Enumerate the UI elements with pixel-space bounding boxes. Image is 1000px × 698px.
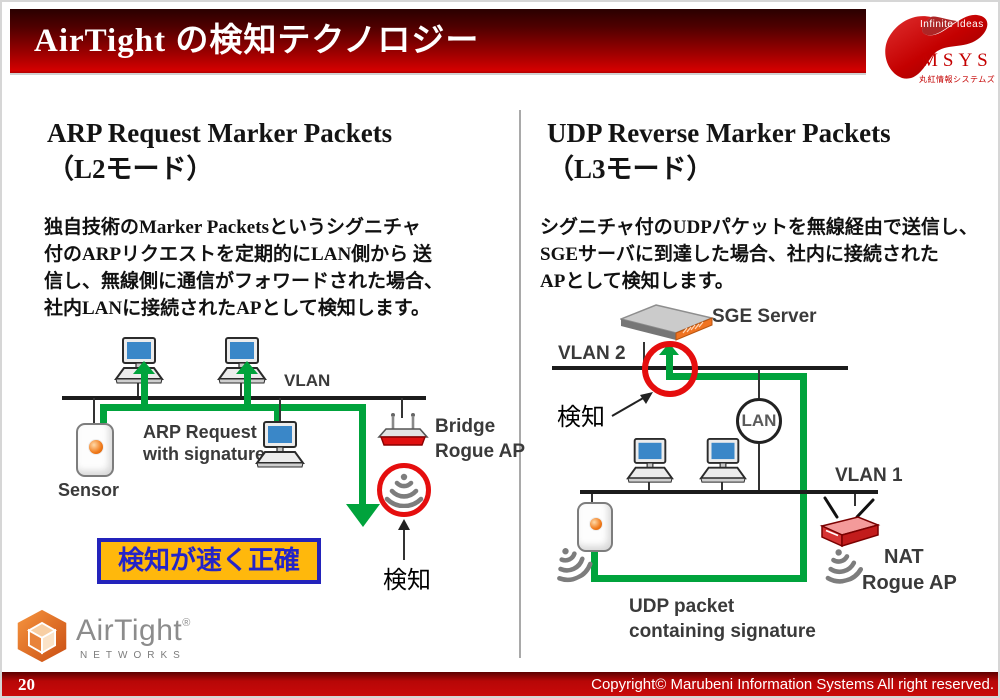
green-path-vertical bbox=[800, 373, 807, 582]
msys-brand: MSYS bbox=[921, 50, 993, 71]
udp-packet-label: UDP packet containing signature bbox=[629, 594, 816, 644]
vlan1-label: VLAN 1 bbox=[835, 465, 903, 486]
airtight-brand: AirTight® bbox=[76, 614, 190, 648]
green-path-stub bbox=[100, 404, 107, 423]
page-title: AirTight の検知テクノロジー bbox=[34, 23, 480, 59]
black-arrow-line bbox=[403, 530, 405, 560]
sensor-device-icon bbox=[76, 423, 114, 477]
udp-label-line2: containing signature bbox=[629, 621, 816, 642]
left-heading-line1: ARP Request Marker Packets bbox=[47, 118, 393, 148]
airtight-networks-text: NETWORKS bbox=[80, 650, 186, 661]
right-body: シグニチャ付のUDPパケットを無線経由で送信し、 SGEサーバに到達した場合、社… bbox=[540, 214, 998, 295]
right-body-line: APとして検知します。 bbox=[540, 271, 734, 292]
detection-circle bbox=[377, 463, 431, 517]
connector-line bbox=[643, 342, 645, 366]
detect-label: 検知 bbox=[383, 568, 431, 594]
left-heading-line2: （L2モード） bbox=[47, 154, 214, 184]
sge-server-label: SGE Server bbox=[712, 306, 817, 327]
sensor-logo-dot bbox=[589, 517, 603, 532]
connector-line bbox=[401, 398, 403, 418]
left-body-line: 独自技術のMarker Packetsというシグニチャ bbox=[44, 217, 421, 238]
bridge-ap-label-line1: Bridge bbox=[435, 416, 496, 437]
detect-pointer-arrow bbox=[611, 392, 653, 417]
footer-bar: 20 Copyright© Marubeni Information Syste… bbox=[2, 672, 998, 696]
lan-circle: LAN bbox=[736, 398, 782, 444]
detection-circle bbox=[642, 341, 698, 397]
msys-tagline: Infinite Ideas bbox=[920, 19, 984, 30]
right-body-line: シグニチャ付のUDPパケットを無線経由で送信し、 bbox=[540, 217, 978, 238]
callout-box: 検知が速く正確 bbox=[97, 538, 321, 584]
connector-line bbox=[137, 383, 139, 396]
vlan2-bus-line bbox=[552, 366, 848, 370]
header-bar: AirTight の検知テクノロジー bbox=[10, 9, 866, 73]
sensor-device-icon bbox=[577, 502, 613, 552]
airtight-brand-text: AirTight bbox=[76, 614, 183, 647]
desktop-computer-icon bbox=[256, 421, 304, 468]
vlan2-label: VLAN 2 bbox=[558, 343, 626, 364]
desktop-computer-icon bbox=[626, 438, 674, 484]
arp-request-label: ARP Request with signature bbox=[143, 421, 265, 465]
green-path-bottom bbox=[591, 575, 807, 582]
connector-line bbox=[279, 398, 281, 422]
green-up-arrow bbox=[141, 372, 148, 411]
connector-line bbox=[758, 370, 760, 398]
left-heading: ARP Request Marker Packets （L2モード） bbox=[47, 115, 392, 187]
page-number: 20 bbox=[18, 675, 35, 694]
green-up-arrowhead bbox=[236, 361, 258, 374]
green-path-horizontal bbox=[666, 373, 807, 380]
arp-label-line2: with signature bbox=[143, 444, 266, 464]
copyright-text: Copyright© Marubeni Information Systems … bbox=[591, 676, 994, 693]
sensor-logo-dot bbox=[88, 439, 104, 455]
left-body-line: 信し、無線側に通信がフォワードされた場合、 bbox=[44, 271, 444, 292]
callout-text: 検知が速く正確 bbox=[117, 546, 300, 575]
right-heading-line2: （L3モード） bbox=[547, 154, 714, 184]
nat-ap-label-line1: NAT bbox=[884, 546, 924, 568]
right-body-line: SGEサーバに到達した場合、社内に接続された bbox=[540, 244, 939, 265]
vlan-label: VLAN bbox=[284, 371, 331, 390]
registered-mark: ® bbox=[182, 617, 191, 629]
column-divider bbox=[519, 110, 521, 658]
msys-swoosh-icon bbox=[885, 14, 988, 79]
nat-router-icon bbox=[819, 496, 881, 548]
connector-line bbox=[591, 494, 593, 503]
connector-line bbox=[648, 482, 650, 492]
right-heading-line1: UDP Reverse Marker Packets bbox=[547, 118, 891, 148]
detect-label: 検知 bbox=[557, 405, 605, 431]
nat-ap-label: NAT Rogue AP bbox=[862, 544, 957, 596]
left-body: 独自技術のMarker Packetsというシグニチャ 付のARPリクエストを定… bbox=[44, 214, 522, 322]
connector-line bbox=[240, 383, 242, 396]
connector-line bbox=[758, 444, 760, 492]
airtight-cube-icon bbox=[17, 609, 67, 663]
left-body-line: 付のARPリクエストを定期的にLAN側から 送 bbox=[44, 244, 432, 265]
green-drop-line bbox=[359, 404, 366, 504]
green-up-arrow bbox=[244, 372, 251, 411]
right-heading: UDP Reverse Marker Packets （L3モード） bbox=[547, 115, 891, 187]
lan-label: LAN bbox=[741, 411, 777, 430]
bridge-ap-label-line2: Rogue AP bbox=[435, 441, 526, 462]
sge-server-icon bbox=[620, 304, 714, 341]
bridge-ap-label: Bridge Rogue AP bbox=[435, 414, 525, 464]
black-arrowhead bbox=[398, 519, 410, 530]
bridge-ap-icon bbox=[377, 413, 429, 446]
sensor-label: Sensor bbox=[58, 480, 120, 500]
green-down-arrow bbox=[274, 404, 281, 431]
green-up-arrowhead bbox=[133, 361, 155, 374]
connector-line bbox=[93, 398, 95, 424]
connector-line bbox=[854, 494, 856, 506]
wifi-waves-icon bbox=[384, 472, 424, 508]
green-path-horizontal bbox=[100, 404, 366, 411]
green-path-stub bbox=[591, 542, 598, 582]
vlan1-bus-line bbox=[580, 490, 878, 494]
green-big-arrowhead bbox=[346, 504, 380, 527]
nat-ap-label-line2: Rogue AP bbox=[862, 572, 957, 594]
arp-label-line1: ARP Request bbox=[143, 422, 257, 442]
udp-label-line1: UDP packet bbox=[629, 596, 735, 617]
desktop-computer-icon bbox=[699, 438, 747, 484]
connector-line bbox=[721, 482, 723, 492]
wifi-waves-icon bbox=[818, 542, 866, 587]
left-body-line: 社内LANに接続されたAPとして検知します。 bbox=[44, 298, 430, 319]
msys-company: 丸紅情報システムズ bbox=[919, 75, 996, 84]
